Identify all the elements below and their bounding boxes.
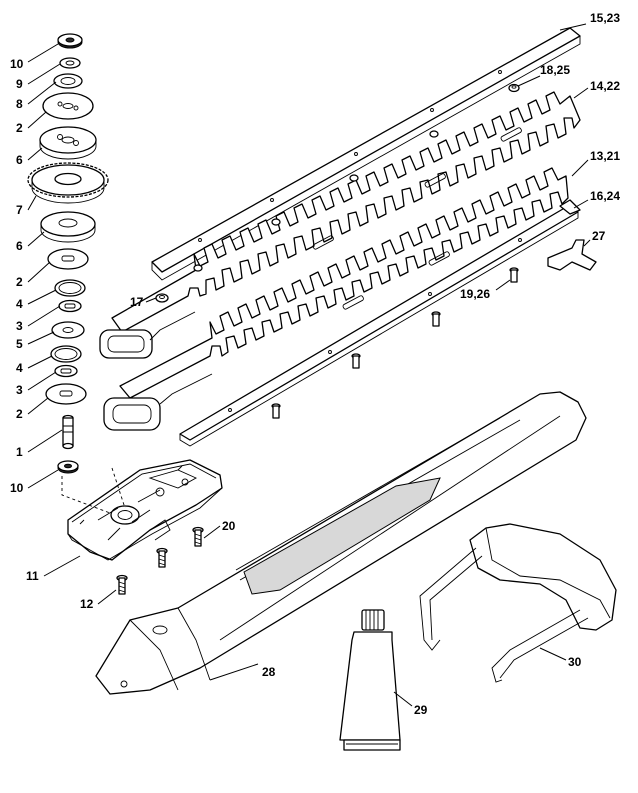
- bearing-top: [57, 33, 83, 49]
- left-part-stack: [27, 33, 109, 474]
- label-18-25: 18,25: [540, 63, 570, 77]
- callout-labels: 10 9 8 2 6 7 6 2 4 3 5 4 3 2 1 10 11 12 …: [10, 11, 620, 717]
- label-6-b: 6: [16, 239, 23, 253]
- washer-8: [53, 73, 83, 89]
- gear-housing: [61, 459, 223, 561]
- screw-12: [116, 574, 128, 595]
- washer-3-bottom: [54, 364, 78, 378]
- label-29: 29: [414, 703, 428, 717]
- label-1: 1: [16, 445, 23, 459]
- nut-18: [508, 83, 520, 93]
- bearing-bottom: [57, 460, 79, 474]
- plate-2-bottom: [45, 383, 87, 405]
- blade-lower: [103, 167, 569, 431]
- label-5: 5: [16, 337, 23, 351]
- pin-1: [62, 414, 74, 450]
- plate-2-top: [42, 92, 94, 120]
- disc-5: [51, 321, 85, 339]
- label-10-top: 10: [10, 57, 24, 71]
- label-30: 30: [568, 655, 582, 669]
- plate-2-mid: [47, 248, 89, 270]
- wear-strip: [179, 199, 581, 447]
- label-3-a: 3: [16, 319, 23, 333]
- gear-7: [27, 162, 109, 204]
- label-9: 9: [16, 77, 23, 91]
- leader-lines: [27, 23, 591, 707]
- label-7: 7: [16, 203, 23, 217]
- label-15-23: 15,23: [590, 11, 620, 25]
- key-27: [547, 239, 597, 271]
- guide-bar: [151, 27, 581, 281]
- label-12: 12: [80, 597, 94, 611]
- washer-3-top: [58, 299, 82, 313]
- safety-glasses: [419, 523, 617, 683]
- label-19-26: 19,26: [460, 287, 490, 301]
- label-14-22: 14,22: [590, 79, 620, 93]
- blade-sheath: [95, 391, 587, 695]
- label-20: 20: [222, 519, 236, 533]
- label-2-c: 2: [16, 407, 23, 421]
- screw-20: [192, 526, 204, 547]
- label-13-21: 13,21: [590, 149, 620, 163]
- label-11: 11: [26, 569, 39, 583]
- grease-tube: [339, 609, 401, 751]
- label-28: 28: [262, 665, 276, 679]
- disc-6-top: [39, 126, 97, 160]
- label-4-a: 4: [16, 297, 23, 311]
- label-16-24: 16,24: [590, 189, 620, 203]
- screws-19-26: [271, 267, 519, 419]
- nut-17: [155, 293, 169, 303]
- disc-6-bottom: [40, 211, 96, 243]
- label-6-a: 6: [16, 153, 23, 167]
- label-10-bottom: 10: [10, 481, 24, 495]
- label-3-b: 3: [16, 383, 23, 397]
- nut-extra: [193, 130, 439, 272]
- screw-20b: [156, 547, 168, 568]
- label-2-b: 2: [16, 275, 23, 289]
- label-4-b: 4: [16, 361, 23, 375]
- label-27: 27: [592, 229, 606, 243]
- blade-upper: [99, 91, 581, 359]
- label-8: 8: [16, 97, 23, 111]
- washer-9: [59, 57, 81, 69]
- label-17: 17: [130, 295, 144, 309]
- label-2-a: 2: [16, 121, 23, 135]
